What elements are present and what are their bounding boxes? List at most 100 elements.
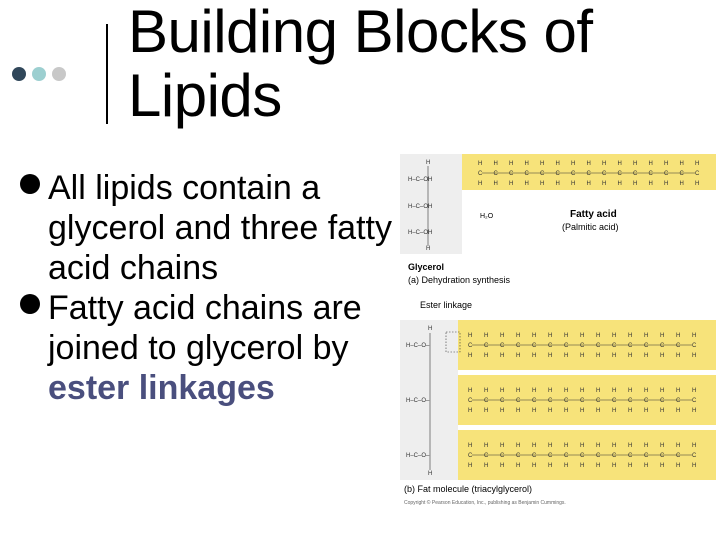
chain-atom: C	[612, 398, 617, 404]
chain-atom: H	[478, 161, 482, 167]
chain-atom: C	[500, 343, 505, 349]
chain-atom: H	[664, 181, 668, 187]
chain-atom: H	[692, 353, 696, 359]
chain-atom: H	[525, 181, 529, 187]
dot-teal	[32, 67, 46, 81]
chain-atom: C	[618, 171, 623, 177]
chain-atom: H	[664, 161, 668, 167]
chain-atom: H	[644, 388, 648, 394]
chain-atom: H	[500, 353, 504, 359]
chain-atom: H	[628, 353, 632, 359]
chain-atom: H	[564, 408, 568, 414]
chain-atom: H	[628, 463, 632, 469]
chain-atom: H	[516, 333, 520, 339]
chain-atom: C	[580, 343, 585, 349]
chain-atom: H	[580, 333, 584, 339]
chain-atom: H	[564, 388, 568, 394]
title-divider	[106, 24, 108, 124]
chain-atom: C	[468, 453, 473, 459]
chain-atom: H	[516, 463, 520, 469]
chain-atom: H	[596, 388, 600, 394]
slide-title: Building Blocks of Lipids	[128, 0, 593, 128]
chain-atom: H	[494, 181, 498, 187]
chain-atom: H	[556, 181, 560, 187]
chain-atom: H	[692, 443, 696, 449]
chain-atom: C	[596, 453, 601, 459]
chain-atom: H	[628, 388, 632, 394]
chain-atom: C	[548, 398, 553, 404]
chain-atom: H	[516, 408, 520, 414]
chain-atom: H	[580, 408, 584, 414]
chain-atom: C	[516, 453, 521, 459]
chain-atom: C	[692, 398, 697, 404]
chain-atom: H	[695, 181, 699, 187]
chain-atom: C	[571, 171, 576, 177]
bullet-item-2: Fatty acid chains are joined to glycerol…	[18, 288, 398, 408]
svg-text:H–C–OH: H–C–OH	[408, 204, 432, 210]
chain-atom: H	[676, 408, 680, 414]
chain-atom: H	[602, 181, 606, 187]
chain-atom: H	[628, 443, 632, 449]
chain-atom: H	[660, 463, 664, 469]
chain-atom: C	[556, 171, 561, 177]
chain-atom: H	[596, 443, 600, 449]
bullet-text-2: Fatty acid chains are joined to glycerol…	[48, 289, 362, 367]
glycerol-structure: H H–C–OH H–C–OH H–C–OH H	[408, 160, 432, 252]
caption-fat-molecule: (b) Fat molecule (triacylglycerol)	[404, 484, 533, 494]
fat-chains: HCHHCHHCHHCHHCHHCHHCHHCHHCHHCHHCHHCHHCHH…	[468, 333, 697, 469]
chain-atom: H	[596, 353, 600, 359]
chain-atom: H	[548, 463, 552, 469]
chain-atom: C	[532, 398, 537, 404]
chain-atom: C	[596, 343, 601, 349]
chain-atom: C	[500, 398, 505, 404]
chain-atom: C	[564, 343, 569, 349]
chain-atom: H	[644, 333, 648, 339]
decorative-dots	[12, 67, 66, 81]
svg-text:H–C–O–: H–C–O–	[406, 343, 430, 349]
svg-text:H–C–O–: H–C–O–	[406, 453, 430, 459]
chain-atom: H	[612, 388, 616, 394]
glycerol-panel	[400, 154, 462, 254]
chain-atom: H	[484, 388, 488, 394]
chain-atom: H	[532, 463, 536, 469]
water-label: H₂O	[480, 213, 494, 220]
chain-atom: H	[516, 388, 520, 394]
chain-atom: H	[676, 353, 680, 359]
chain-atom: C	[484, 453, 489, 459]
chain-atom: C	[628, 343, 633, 349]
chain-atom: H	[660, 388, 664, 394]
chain-atom: H	[580, 443, 584, 449]
chain-atom: H	[494, 161, 498, 167]
svg-text:H–C–OH: H–C–OH	[408, 230, 432, 236]
chain-atom: C	[484, 343, 489, 349]
chain-atom: C	[468, 343, 473, 349]
bullet-text-1: All lipids contain a glycerol and three …	[48, 169, 392, 287]
chain-atom: H	[468, 353, 472, 359]
svg-text:H: H	[426, 160, 430, 166]
chain-atom: H	[509, 161, 513, 167]
chain-atom: H	[548, 353, 552, 359]
chain-atom: H	[649, 161, 653, 167]
chain-atom: C	[494, 171, 499, 177]
chain-atom: H	[509, 181, 513, 187]
chain-atom: H	[484, 333, 488, 339]
chain-atom: C	[548, 453, 553, 459]
chain-atom: H	[649, 181, 653, 187]
chain-atom: H	[500, 463, 504, 469]
chain-atom: H	[468, 463, 472, 469]
chain-atom: C	[532, 343, 537, 349]
chain-atom: H	[500, 333, 504, 339]
chain-atom: H	[516, 353, 520, 359]
copyright-text: Copyright © Pearson Education, Inc., pub…	[404, 500, 566, 506]
slide-title-line-2: Lipids	[128, 62, 282, 129]
glycerol-label: Glycerol	[408, 262, 445, 272]
chain-atom: C	[509, 171, 514, 177]
chain-atom: C	[660, 398, 665, 404]
chain-atom: C	[676, 343, 681, 349]
caption-dehydration: (a) Dehydration synthesis	[408, 275, 511, 285]
chain-atom: H	[500, 408, 504, 414]
fatty-acid-chain: HCHHCHHCHHCHHCHHCHHCHHCHHCHHCHHCHHCHHCHH…	[478, 161, 700, 187]
chain-atom: H	[618, 161, 622, 167]
chain-atom: C	[564, 453, 569, 459]
